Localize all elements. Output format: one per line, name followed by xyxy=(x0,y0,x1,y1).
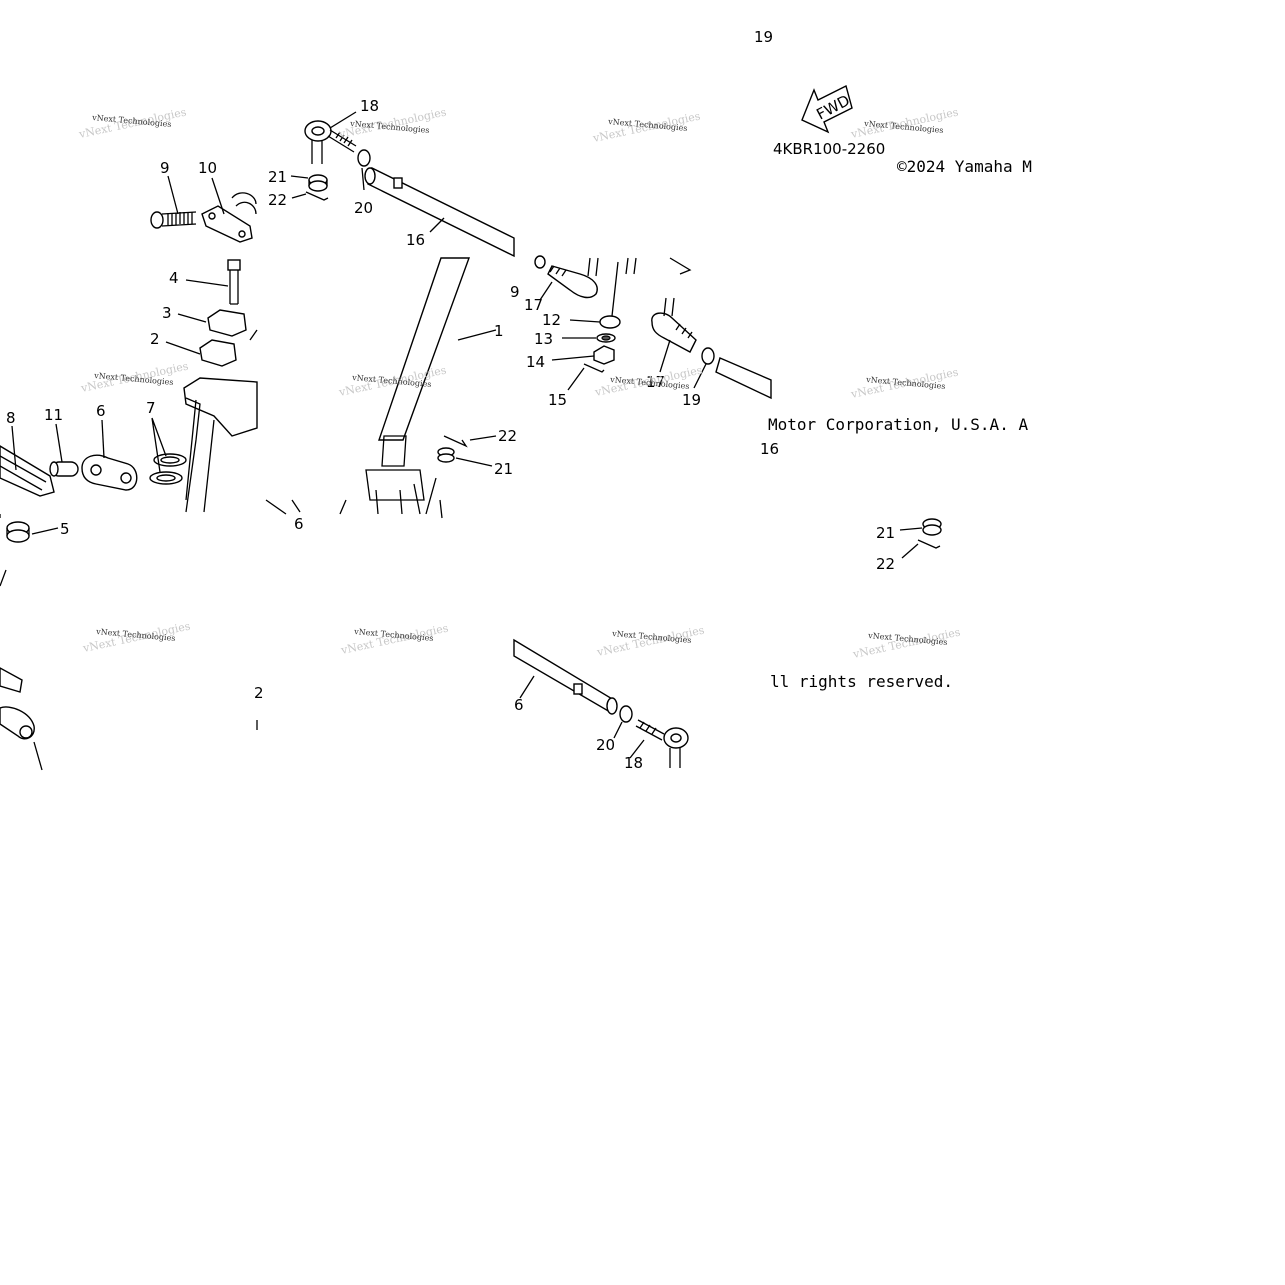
callout-6c: 6 xyxy=(514,696,524,714)
callout-4: 4 xyxy=(169,269,179,287)
callout-22: 22 xyxy=(268,191,287,209)
callout-19: 19 xyxy=(682,391,701,409)
steering-column-1 xyxy=(378,257,470,441)
tie-rod-end-18 xyxy=(304,120,357,164)
callout-16: 16 xyxy=(406,231,425,249)
nut-21 xyxy=(308,174,328,192)
callout-5: 5 xyxy=(60,520,70,538)
callout-7: 7 xyxy=(146,399,156,417)
callout-20b: 20 xyxy=(596,736,615,754)
holder-3 xyxy=(207,309,247,337)
tile-e: 1 22 21 6 xyxy=(265,257,517,533)
callout-10: 10 xyxy=(198,159,217,177)
watermark: vNext Technologies vNext Technologies xyxy=(849,365,960,401)
callout-3: 3 xyxy=(162,304,172,322)
watermark: vNext Technologies vNext Technologies xyxy=(591,109,702,145)
callout-12: 12 xyxy=(542,311,561,329)
callout-21b: 21 xyxy=(494,460,513,478)
fragment-19: 19 xyxy=(754,28,773,46)
cap-5 xyxy=(6,521,30,543)
copyright-line-b: Motor Corporation, U.S.A. A xyxy=(768,415,1028,434)
fwd-arrow-icon: FWD xyxy=(801,84,853,134)
watermark: vNext Technologies vNext Technologies xyxy=(81,619,192,655)
fragment-2: 2 xyxy=(254,684,264,702)
washer-19 xyxy=(701,347,715,365)
copyright-line-a: ©2024 Yamaha M xyxy=(897,157,1032,176)
bolt-9 xyxy=(150,211,197,229)
watermark: vNext Technologies vNext Technologies xyxy=(851,625,962,661)
fragment-16: 16 xyxy=(760,440,779,458)
tile-g: 5 2 xyxy=(0,520,264,771)
washer-20 xyxy=(357,149,371,167)
callout-17a: 17 xyxy=(524,296,543,314)
fragment-22: 22 xyxy=(498,427,517,445)
callout-11: 11 xyxy=(44,406,63,424)
callout-21: 21 xyxy=(268,168,287,186)
tie-rod-end-17b xyxy=(651,297,697,353)
tile-a: 9 10 4 3 2 xyxy=(150,159,258,513)
holder-6 xyxy=(81,454,138,491)
copyright-line-c: ll rights reserved. xyxy=(770,672,953,691)
callout-2: 2 xyxy=(150,330,160,348)
holder-2 xyxy=(199,339,237,367)
tie-rod-end-18b xyxy=(635,719,689,768)
watermark: vNext Technologies vNext Technologies xyxy=(79,359,190,395)
callout-6b: 6 xyxy=(294,515,304,533)
pin-15 xyxy=(583,363,605,373)
handlebar-bracket xyxy=(183,377,258,437)
callout-20: 20 xyxy=(354,199,373,217)
tile-c: 19 FWD 4KBR100-2260 ©2024 Yamaha M Motor… xyxy=(754,28,1032,691)
callout-22c: 22 xyxy=(876,555,895,573)
tile-d: 8 11 6 7 xyxy=(0,397,201,518)
nut-12 xyxy=(599,315,621,329)
watermark: vNext Technologies vNext Technologies xyxy=(77,105,188,141)
tile-b: 18 21 22 20 16 xyxy=(268,97,515,258)
callout-18b: 18 xyxy=(624,754,643,772)
callout-15: 15 xyxy=(548,391,567,409)
plate-10 xyxy=(201,192,257,243)
callout-21c: 21 xyxy=(876,524,895,542)
tile-i: 6 20 18 xyxy=(513,638,689,772)
fragment-9: 9 xyxy=(510,283,520,301)
callout-17b: 17 xyxy=(646,373,665,391)
callout-13: 13 xyxy=(534,330,553,348)
watermark: vNext Technologies vNext Technologies xyxy=(595,623,706,659)
callout-9: 9 xyxy=(160,159,170,177)
callout-14: 14 xyxy=(526,353,545,371)
nut-14 xyxy=(593,345,615,365)
watermark: vNext Technologies vNext Technologies xyxy=(339,621,450,657)
watermark: vNext Technologies vNext Technologies xyxy=(337,363,448,399)
washer-20b xyxy=(619,705,633,723)
callout-1: 1 xyxy=(494,322,504,340)
callout-18: 18 xyxy=(360,97,379,115)
callout-6: 6 xyxy=(96,402,106,420)
diagram-code: 4KBR100-2260 xyxy=(773,140,885,158)
collar-11 xyxy=(49,461,79,477)
tile-f: 9 17 12 13 14 15 17 19 xyxy=(510,255,772,409)
bolt-4 xyxy=(227,259,241,305)
watermark: vNext Technologies vNext Technologies xyxy=(337,105,448,141)
watermark: vNext Technologies vNext Technologies xyxy=(849,105,960,141)
tie-rod-16 xyxy=(367,166,515,258)
callout-8: 8 xyxy=(6,409,16,427)
tie-rod-end-17a xyxy=(547,257,599,299)
cotter-pin-22 xyxy=(305,191,329,201)
